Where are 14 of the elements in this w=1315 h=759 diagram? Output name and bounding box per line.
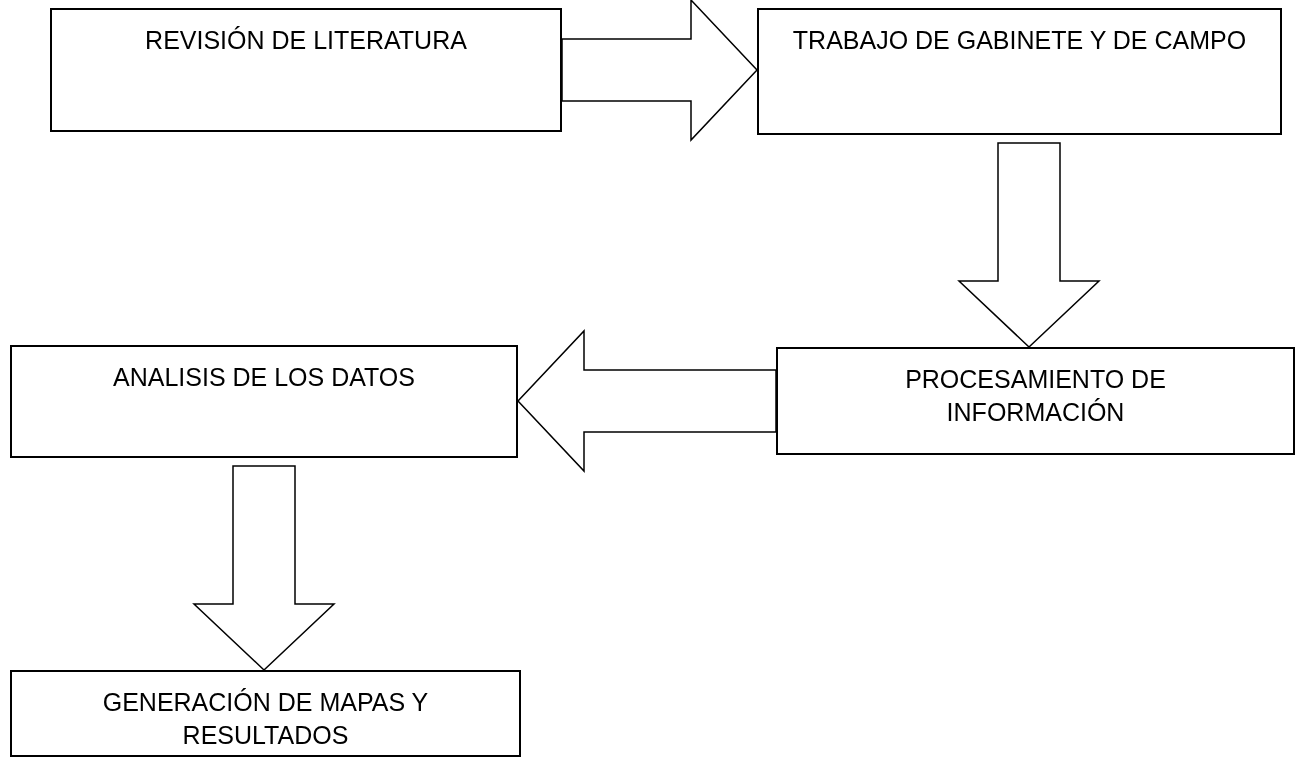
process-box [50, 8, 562, 132]
block-arrow [957, 142, 1101, 349]
block-arrow [192, 465, 336, 672]
box-label: ANALISIS DE LOS DATOS [112, 362, 416, 393]
block-arrow [561, 0, 759, 142]
box-label: TRABAJO DE GABINETE Y DE CAMPO [791, 25, 1248, 56]
process-box [10, 670, 521, 757]
box-label: GENERACIÓN DE MAPAS Y RESULTADOS [101, 687, 430, 751]
process-box [757, 8, 1282, 135]
block-arrow [516, 329, 777, 473]
box-label: PROCESAMIENTO DE INFORMACIÓN [904, 364, 1167, 428]
box-label: REVISIÓN DE LITERATURA [144, 25, 468, 56]
process-box [10, 345, 518, 458]
process-box [776, 347, 1295, 455]
